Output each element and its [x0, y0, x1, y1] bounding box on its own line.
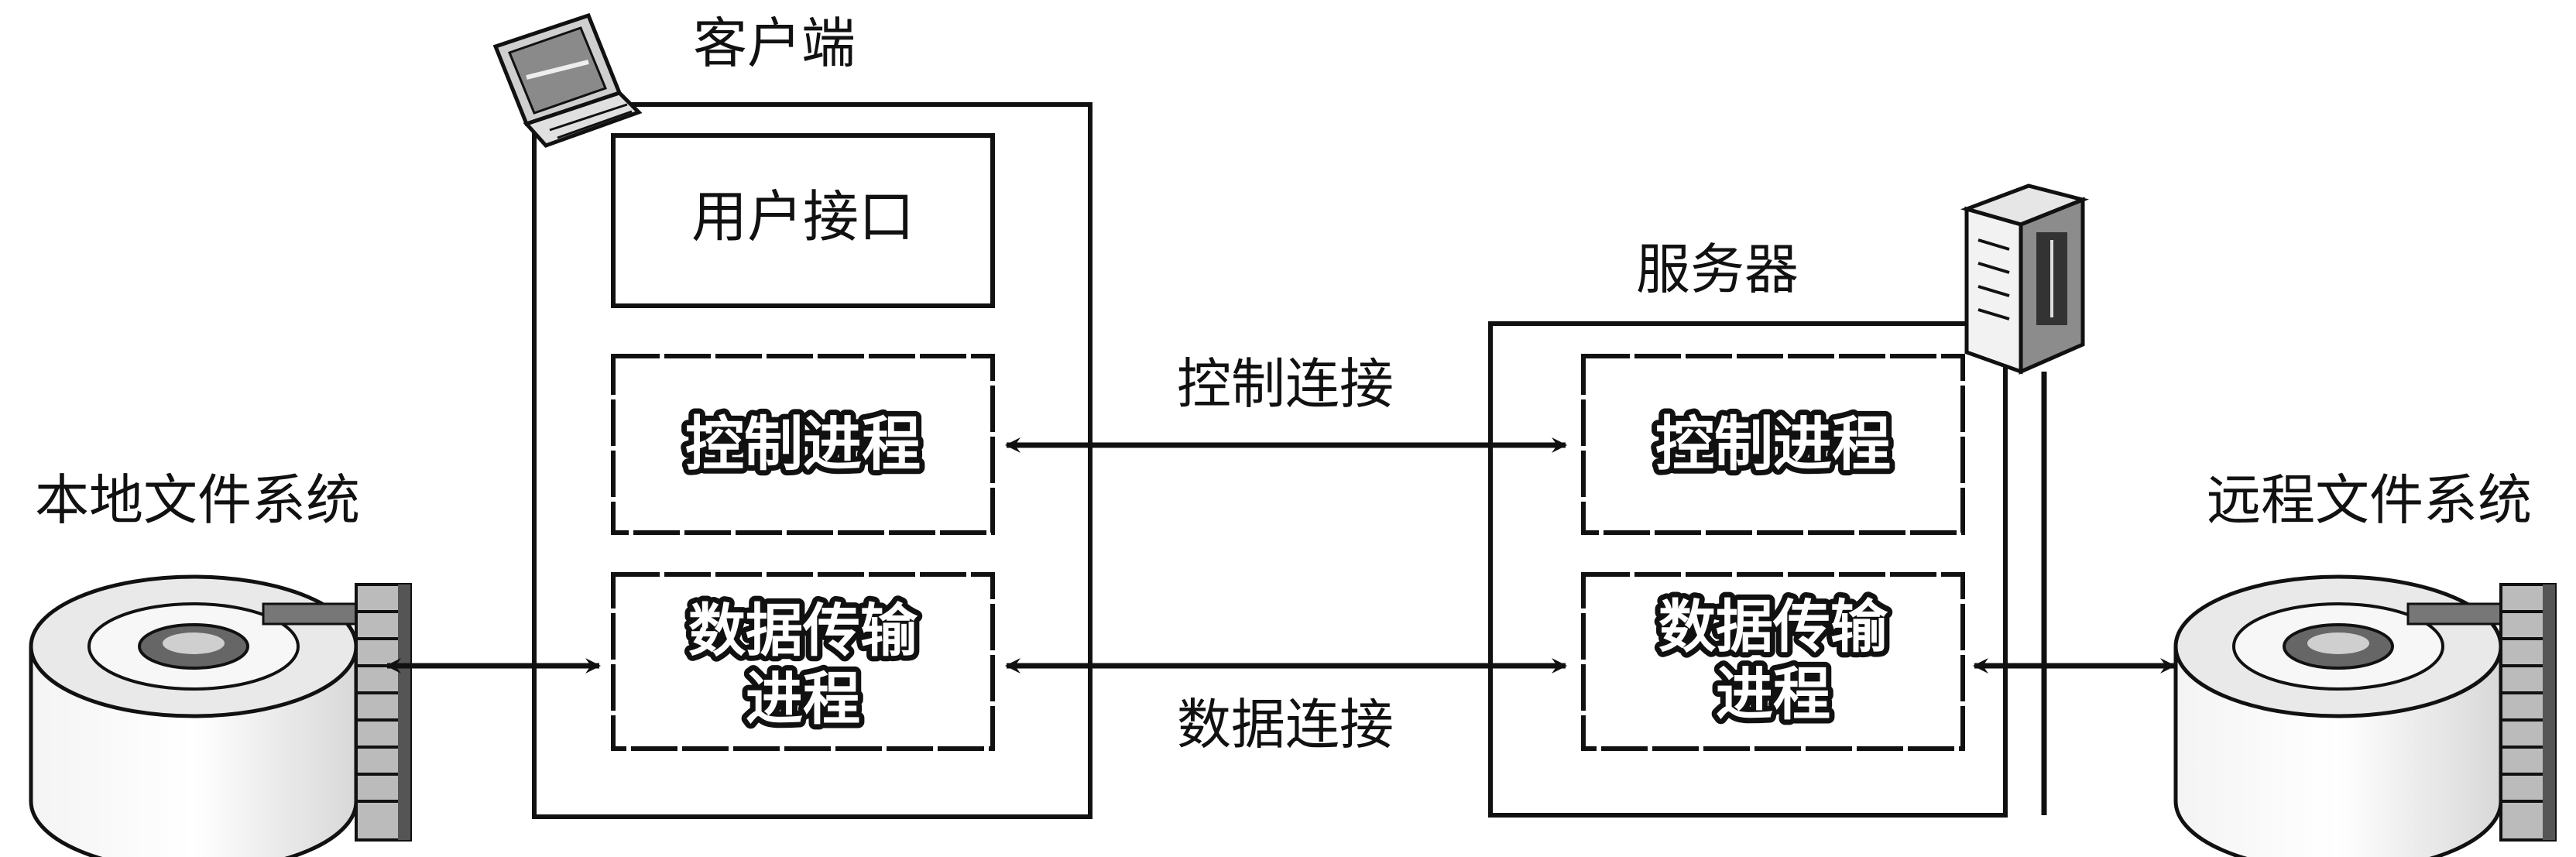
client-user-interface-box: 用户接口	[611, 133, 995, 308]
laptop-icon	[492, 12, 643, 148]
remote-file-system-label: 远程文件系统	[2207, 468, 2532, 532]
server-control-process-label: 控制进程	[1655, 410, 1891, 478]
client-panel: 客户端 用户接口 控制进程 数据传输 进程	[532, 12, 1092, 819]
client-data-process-label-line2: 进程	[746, 666, 860, 732]
client-control-process-label: 控制进程	[685, 410, 921, 478]
control-connection-label: 控制连接	[1177, 352, 1394, 416]
local-file-system: 本地文件系统	[31, 468, 601, 857]
client-control-process-box: 控制进程	[611, 354, 995, 535]
client-data-process-box: 数据传输 进程	[611, 572, 995, 751]
client-title: 客户端	[693, 12, 856, 75]
server-title: 服务器	[1636, 238, 1799, 301]
server-data-process-label-line1: 数据传输	[1658, 594, 1888, 660]
data-connection-label: 数据连接	[1177, 693, 1394, 756]
remote-file-system: 远程文件系统	[1973, 468, 2555, 857]
client-data-process-label-line1: 数据传输	[688, 598, 918, 664]
local-file-system-label: 本地文件系统	[35, 468, 360, 532]
server-data-process-label-line2: 进程	[1716, 661, 1830, 728]
disk-drive-icon	[31, 577, 410, 857]
server-control-process-box: 控制进程	[1581, 354, 1965, 535]
server-tower-icon	[1960, 183, 2090, 375]
server-data-process-box: 数据传输 进程	[1581, 572, 1965, 751]
data-connection: 数据连接	[1005, 658, 1567, 756]
disk-drive-icon	[2176, 577, 2555, 857]
client-user-interface-label: 用户接口	[691, 184, 914, 249]
control-connection: 控制连接	[1005, 352, 1567, 453]
server-panel: 服务器 控制进程 数据传输 进程	[1488, 238, 2008, 818]
